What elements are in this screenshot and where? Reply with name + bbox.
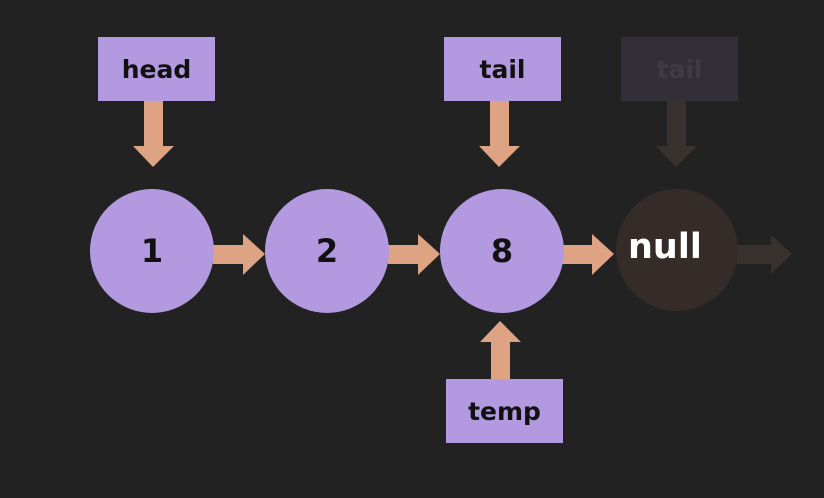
head-pointer-arrow: [133, 101, 174, 167]
tail-pointer-arrow: [479, 101, 520, 167]
next-arrow-1-to-2: [213, 234, 265, 275]
tail-pointer-label: tail: [444, 37, 561, 101]
next-arrow-8-to-null: [562, 234, 614, 275]
list-node-8: 8: [440, 189, 564, 313]
null-next-arrow: [737, 235, 792, 274]
head-pointer-label: head: [98, 37, 215, 101]
temp-pointer-label: temp: [446, 379, 563, 443]
tail-old-pointer-label: tail: [621, 37, 738, 101]
tail-old-pointer-arrow: [656, 101, 697, 167]
temp-pointer-arrow: [480, 321, 521, 381]
null-node: [616, 189, 738, 311]
next-arrow-2-to-8: [388, 234, 440, 275]
null-label: null: [628, 227, 702, 267]
list-node-2: 2: [265, 189, 389, 313]
list-node-1: 1: [90, 189, 214, 313]
